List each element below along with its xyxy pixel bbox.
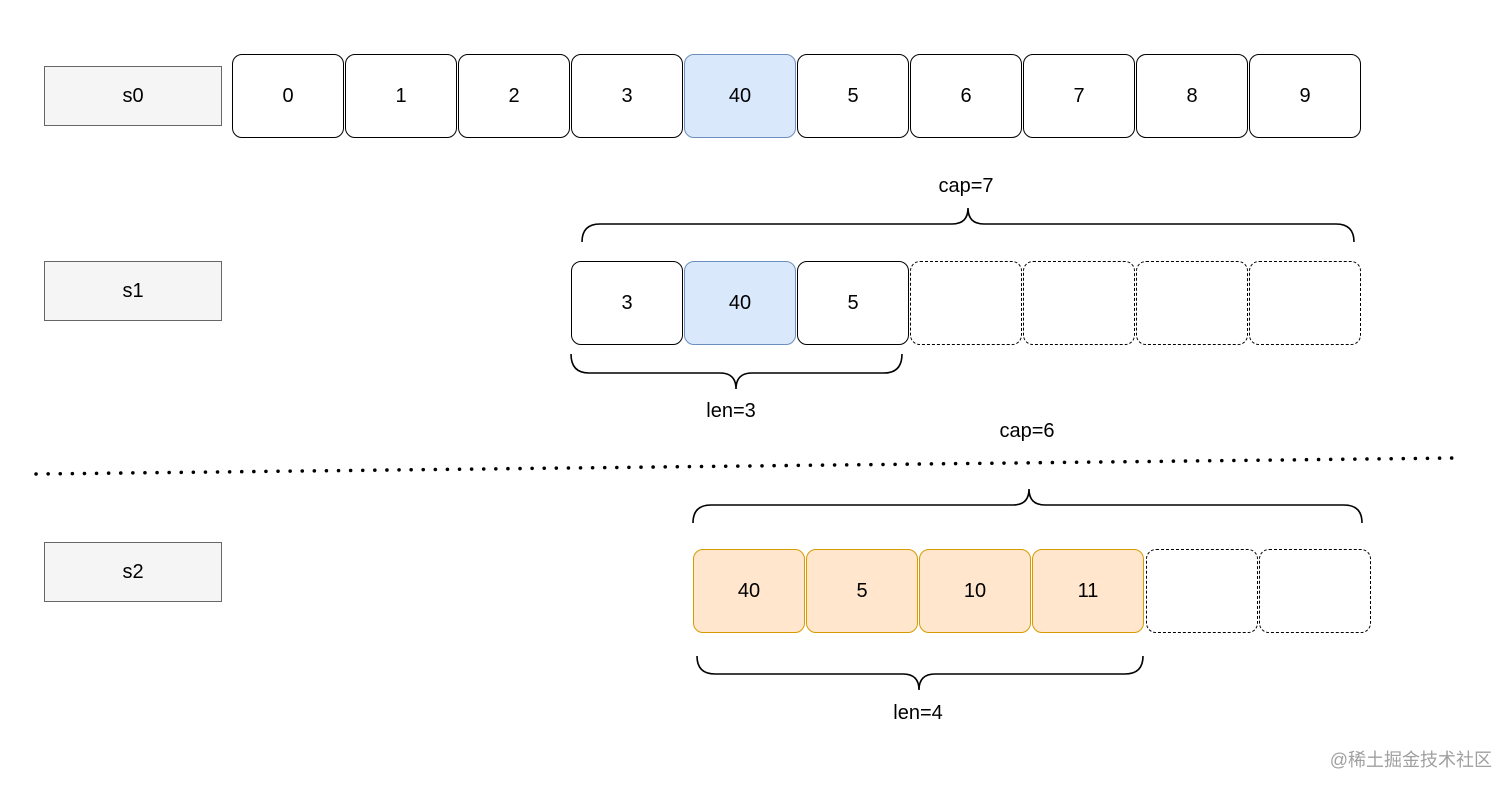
s1-empty-slot xyxy=(1249,261,1361,345)
s0-cell: 0 xyxy=(232,54,344,138)
s0-cell: 7 xyxy=(1023,54,1135,138)
s1-cap-label: cap=7 xyxy=(938,175,994,197)
s1-empty-slot xyxy=(1023,261,1135,345)
s0-cell: 3 xyxy=(571,54,683,138)
s0-cell: 2 xyxy=(458,54,570,138)
s0-cell: 9 xyxy=(1249,54,1361,138)
s1-cell: 5 xyxy=(797,261,909,345)
s1-len-label: len=3 xyxy=(706,400,756,422)
s2-len-brace xyxy=(696,655,1144,691)
s0-label: s0 xyxy=(44,66,222,126)
s1-cell-highlighted: 40 xyxy=(684,261,796,345)
s1-cell: 3 xyxy=(571,261,683,345)
s0-cell: 1 xyxy=(345,54,457,138)
s2-empty-slot xyxy=(1146,549,1258,633)
s1-cap-brace xyxy=(581,207,1355,243)
s2-len-label: len=4 xyxy=(893,702,943,724)
s2-cell: 10 xyxy=(919,549,1031,633)
s0-cell: 6 xyxy=(910,54,1022,138)
s0-cell-highlighted: 40 xyxy=(684,54,796,138)
s1-empty-slot xyxy=(910,261,1022,345)
watermark: @稀土掘金技术社区 xyxy=(1329,750,1492,770)
s2-cap-label: cap=6 xyxy=(999,420,1055,442)
s2-cell: 11 xyxy=(1032,549,1144,633)
s2-cell: 40 xyxy=(693,549,805,633)
s0-cell: 5 xyxy=(797,54,909,138)
s2-cell: 5 xyxy=(806,549,918,633)
s0-cell: 8 xyxy=(1136,54,1248,138)
s2-label: s2 xyxy=(44,542,222,602)
s2-empty-slot xyxy=(1259,549,1371,633)
s1-empty-slot xyxy=(1136,261,1248,345)
s1-len-brace xyxy=(570,353,903,390)
separator-dotted-line xyxy=(34,456,1458,476)
s2-cap-brace xyxy=(692,488,1363,524)
s1-label: s1 xyxy=(44,261,222,321)
